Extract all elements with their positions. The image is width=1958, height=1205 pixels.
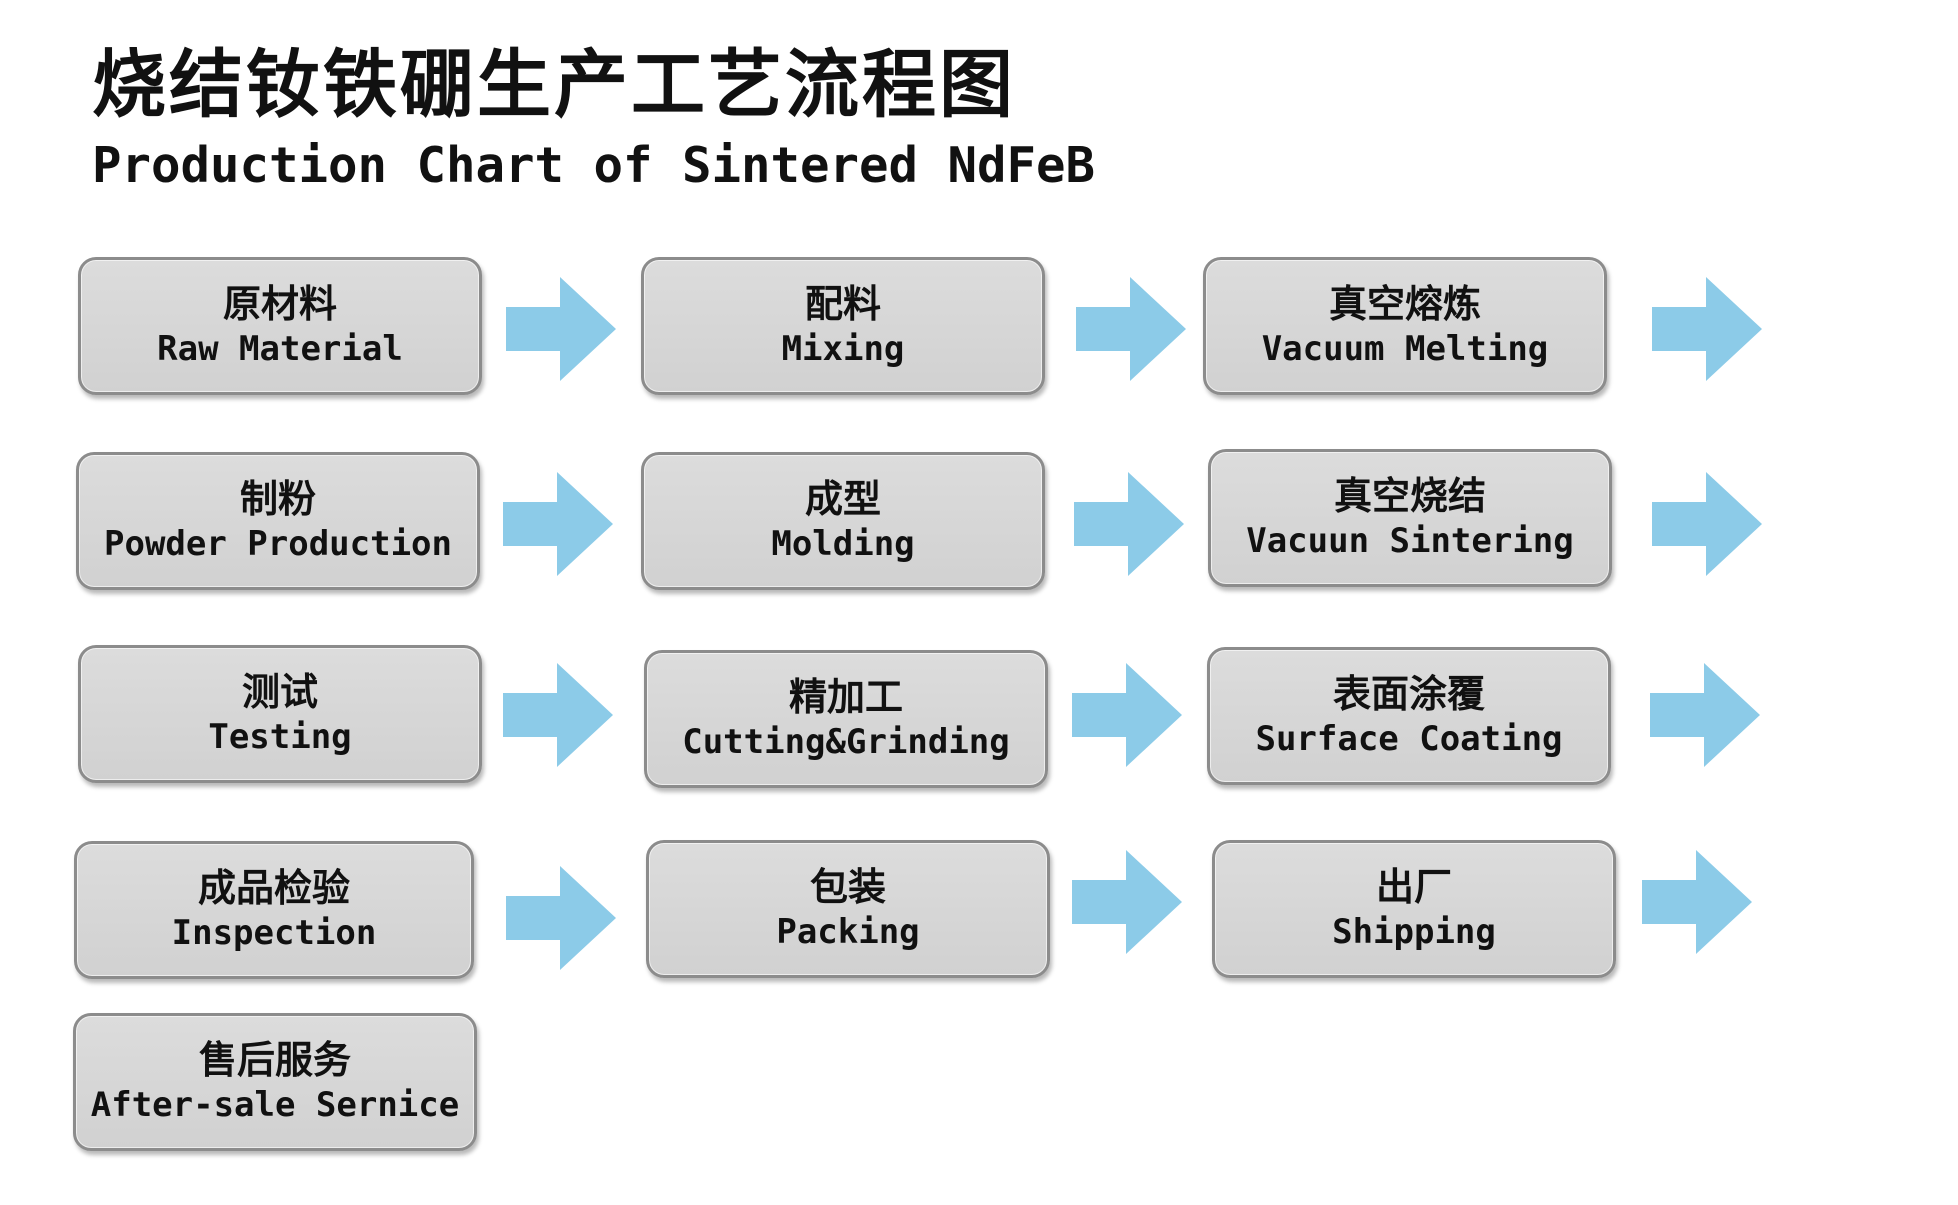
step-label-cn: 精加工 bbox=[788, 675, 903, 719]
step-label-en: After-sale Sernice bbox=[90, 1085, 460, 1125]
right-arrow-icon bbox=[503, 472, 613, 576]
step-surface-coating: 表面涂覆 Surface Coating bbox=[1207, 647, 1611, 785]
step-label-cn: 包装 bbox=[809, 865, 886, 909]
step-label-cn: 原材料 bbox=[222, 282, 337, 326]
step-label-en: Packing bbox=[776, 912, 920, 952]
right-arrow-icon bbox=[506, 277, 616, 381]
step-label-cn: 成品检验 bbox=[197, 866, 350, 910]
step-label-cn: 售后服务 bbox=[198, 1038, 351, 1082]
right-arrow-icon bbox=[1074, 472, 1184, 576]
step-testing: 测试 Testing bbox=[78, 645, 482, 783]
right-arrow-icon bbox=[1642, 850, 1752, 954]
step-label-cn: 成型 bbox=[804, 477, 881, 521]
step-label-en: Vacuum Melting bbox=[1261, 329, 1549, 369]
right-arrow-icon bbox=[1072, 850, 1182, 954]
step-label-cn: 表面涂覆 bbox=[1332, 672, 1485, 716]
step-molding: 成型 Molding bbox=[641, 452, 1045, 590]
step-label-cn: 出厂 bbox=[1375, 865, 1452, 909]
step-inspection: 成品检验 Inspection bbox=[74, 841, 474, 979]
right-arrow-icon bbox=[1652, 277, 1762, 381]
step-shipping: 出厂 Shipping bbox=[1212, 840, 1616, 978]
step-cutting-grinding: 精加工 Cutting&Grinding bbox=[644, 650, 1048, 788]
step-label-cn: 真空烧结 bbox=[1333, 474, 1486, 518]
right-arrow-icon bbox=[1650, 663, 1760, 767]
step-label-cn: 测试 bbox=[241, 670, 318, 714]
right-arrow-icon bbox=[506, 866, 616, 970]
step-packing: 包装 Packing bbox=[646, 840, 1050, 978]
right-arrow-icon bbox=[1072, 663, 1182, 767]
step-label-en: Vacuun Sintering bbox=[1246, 521, 1574, 561]
step-label-en: Molding bbox=[771, 524, 915, 564]
step-label-en: Surface Coating bbox=[1255, 719, 1563, 759]
step-after-sale-service: 售后服务 After-sale Sernice bbox=[73, 1013, 477, 1151]
step-vacuum-sintering: 真空烧结 Vacuun Sintering bbox=[1208, 449, 1612, 587]
step-raw-material: 原材料 Raw Material bbox=[78, 257, 482, 395]
step-label-en: Mixing bbox=[781, 329, 905, 369]
step-vacuum-melting: 真空熔炼 Vacuum Melting bbox=[1203, 257, 1607, 395]
step-label-en: Shipping bbox=[1332, 912, 1496, 952]
step-mixing: 配料 Mixing bbox=[641, 257, 1045, 395]
step-label-en: Raw Material bbox=[157, 329, 403, 369]
title-english: Production Chart of Sintered NdFeB bbox=[92, 137, 1096, 194]
step-label-en: Inspection bbox=[171, 913, 377, 953]
step-label-en: Testing bbox=[208, 717, 352, 757]
right-arrow-icon bbox=[1652, 472, 1762, 576]
step-label-en: Powder Production bbox=[104, 524, 452, 564]
step-label-cn: 配料 bbox=[804, 282, 881, 326]
right-arrow-icon bbox=[503, 663, 613, 767]
step-label-cn: 真空熔炼 bbox=[1328, 282, 1481, 326]
step-powder-production: 制粉 Powder Production bbox=[76, 452, 480, 590]
step-label-cn: 制粉 bbox=[239, 477, 316, 521]
step-label-en: Cutting&Grinding bbox=[682, 722, 1010, 762]
right-arrow-icon bbox=[1076, 277, 1186, 381]
title-chinese: 烧结钕铁硼生产工艺流程图 bbox=[92, 42, 1016, 128]
